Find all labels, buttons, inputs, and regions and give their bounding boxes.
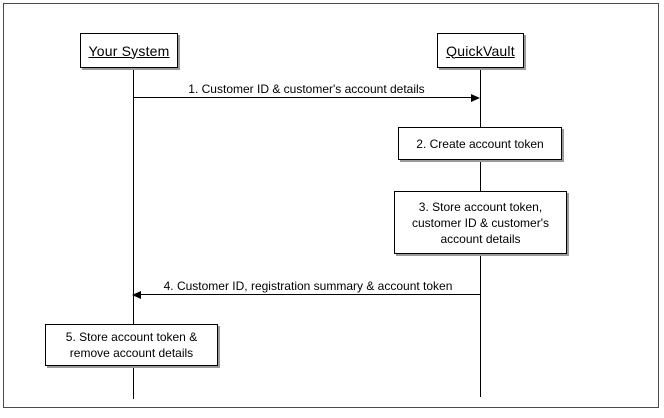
message-4-line — [140, 294, 480, 295]
action-box-3[interactable]: 3. Store account token, customer ID & cu… — [394, 191, 567, 254]
actor-your-system[interactable]: Your System — [80, 33, 178, 68]
message-1-line — [133, 97, 473, 98]
message-1-label: 1. Customer ID & customer's account deta… — [188, 82, 425, 96]
action-box-5-label: 5. Store account token & remove account … — [65, 330, 198, 360]
action-box-5[interactable]: 5. Store account token & remove account … — [45, 324, 218, 366]
actor-your-system-label: Your System — [88, 42, 170, 59]
message-1-arrowhead — [471, 94, 480, 102]
actor-quickvault[interactable]: QuickVault — [437, 33, 524, 68]
action-box-3-label: 3. Store account token, customer ID & cu… — [412, 199, 549, 246]
actor-quickvault-label: QuickVault — [446, 42, 515, 59]
action-box-2[interactable]: 2. Create account token — [398, 127, 562, 160]
message-4-arrowhead — [132, 291, 141, 299]
action-box-2-label: 2. Create account token — [416, 136, 544, 151]
message-4-label: 4. Customer ID, registration summary & a… — [163, 279, 453, 293]
lifeline-your-system — [133, 67, 134, 399]
diagram-frame: Your System QuickVault 1. Customer ID & … — [3, 3, 659, 408]
